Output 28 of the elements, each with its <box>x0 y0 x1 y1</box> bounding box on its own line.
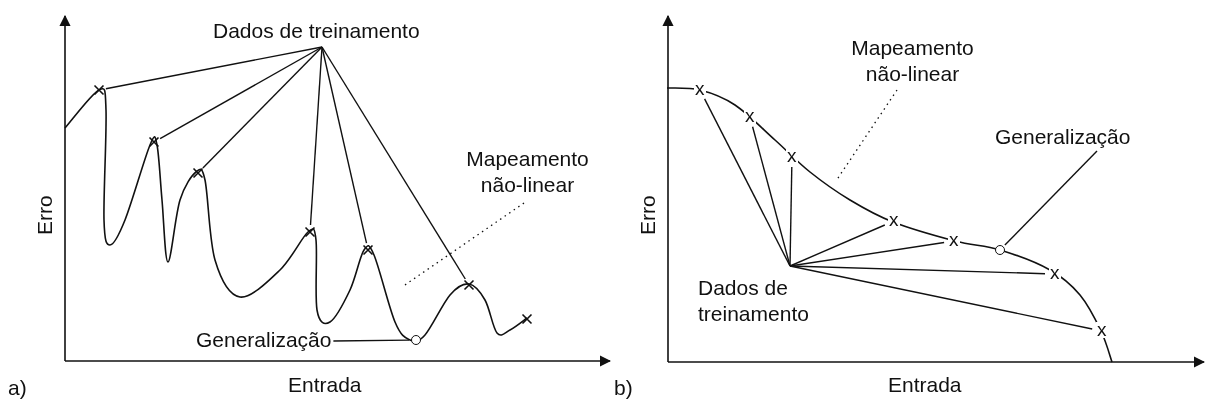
cross-mark <box>93 84 105 96</box>
panel-label: a) <box>8 376 27 400</box>
annotation-text: Generalização <box>196 327 332 353</box>
leader-line <box>789 265 1046 275</box>
circle-mark <box>410 334 421 345</box>
leader-line <box>703 98 791 267</box>
leader-line <box>789 265 1093 330</box>
leader-line <box>159 46 323 140</box>
cross-mark <box>521 313 533 325</box>
axis-label: Entrada <box>888 373 962 397</box>
axis-label: Erro <box>636 195 660 235</box>
axis-label: Entrada <box>288 373 362 397</box>
leader-line <box>202 46 323 169</box>
leader-line <box>332 339 410 342</box>
panel-label: b) <box>614 376 633 400</box>
leader-line <box>321 46 466 280</box>
axis-label: Erro <box>33 195 57 235</box>
annotation-text: Mapeamento não-linear <box>840 35 985 87</box>
leader-line <box>309 46 323 226</box>
leader-line <box>1004 150 1098 246</box>
annotation-text: Dados de treinamento <box>213 18 420 44</box>
leader-line <box>321 46 368 244</box>
annotation-text: Mapeamento não-linear <box>455 146 600 198</box>
leader-line <box>789 166 793 267</box>
annotation-text: Dados de treinamento <box>698 275 828 327</box>
leader-line <box>105 46 323 90</box>
leader-line <box>789 224 886 267</box>
annotation-text: Generalização <box>995 124 1131 150</box>
